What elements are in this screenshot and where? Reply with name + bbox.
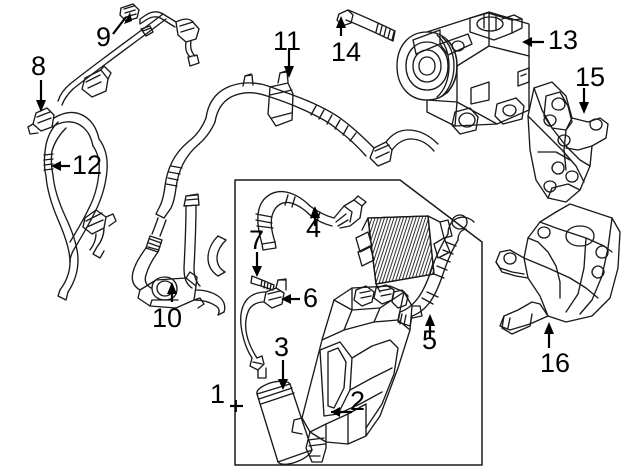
intake-manifold-cooler bbox=[291, 284, 423, 463]
receiver-drier bbox=[256, 380, 313, 465]
callout-label-14[interactable]: 14 bbox=[331, 37, 362, 67]
callout-label-15[interactable]: 15 bbox=[575, 62, 606, 92]
callout-label-8[interactable]: 8 bbox=[31, 51, 47, 81]
callout-label-6[interactable]: 6 bbox=[303, 283, 319, 313]
callout-label-11[interactable]: 11 bbox=[273, 26, 302, 56]
long-bolt bbox=[336, 9, 396, 42]
upper-left-rigid-line bbox=[57, 3, 177, 106]
callout-label-16[interactable]: 16 bbox=[540, 348, 571, 378]
callout-label-3[interactable]: 3 bbox=[274, 332, 290, 362]
callout-label-12[interactable]: 12 bbox=[72, 150, 103, 180]
callout-label-9[interactable]: 9 bbox=[96, 22, 112, 52]
callout-arrows bbox=[36, 12, 589, 417]
suction-hose-assembly bbox=[27, 107, 117, 301]
compressor-bracket-upper bbox=[527, 81, 609, 203]
callout-label-5[interactable]: 5 bbox=[422, 325, 438, 355]
callout-label-2[interactable]: 2 bbox=[350, 386, 366, 416]
callout-label-1[interactable]: 1 bbox=[210, 379, 226, 409]
callout-label-13[interactable]: 13 bbox=[548, 25, 579, 55]
assembly-group-box bbox=[234, 179, 483, 466]
hose-entering-box bbox=[207, 235, 227, 277]
main-refrigerant-line bbox=[131, 70, 439, 316]
callout-label-10[interactable]: 10 bbox=[152, 303, 183, 333]
callout-label-7[interactable]: 7 bbox=[249, 225, 265, 255]
service-port-line bbox=[175, 18, 200, 67]
coolant-hose-upper bbox=[255, 190, 367, 251]
sensor-line-assembly bbox=[240, 275, 287, 379]
compressor-bracket-lower bbox=[495, 203, 621, 335]
callout-label-4[interactable]: 4 bbox=[306, 213, 322, 243]
ac-compressor bbox=[396, 11, 530, 135]
condenser-core bbox=[355, 215, 453, 293]
